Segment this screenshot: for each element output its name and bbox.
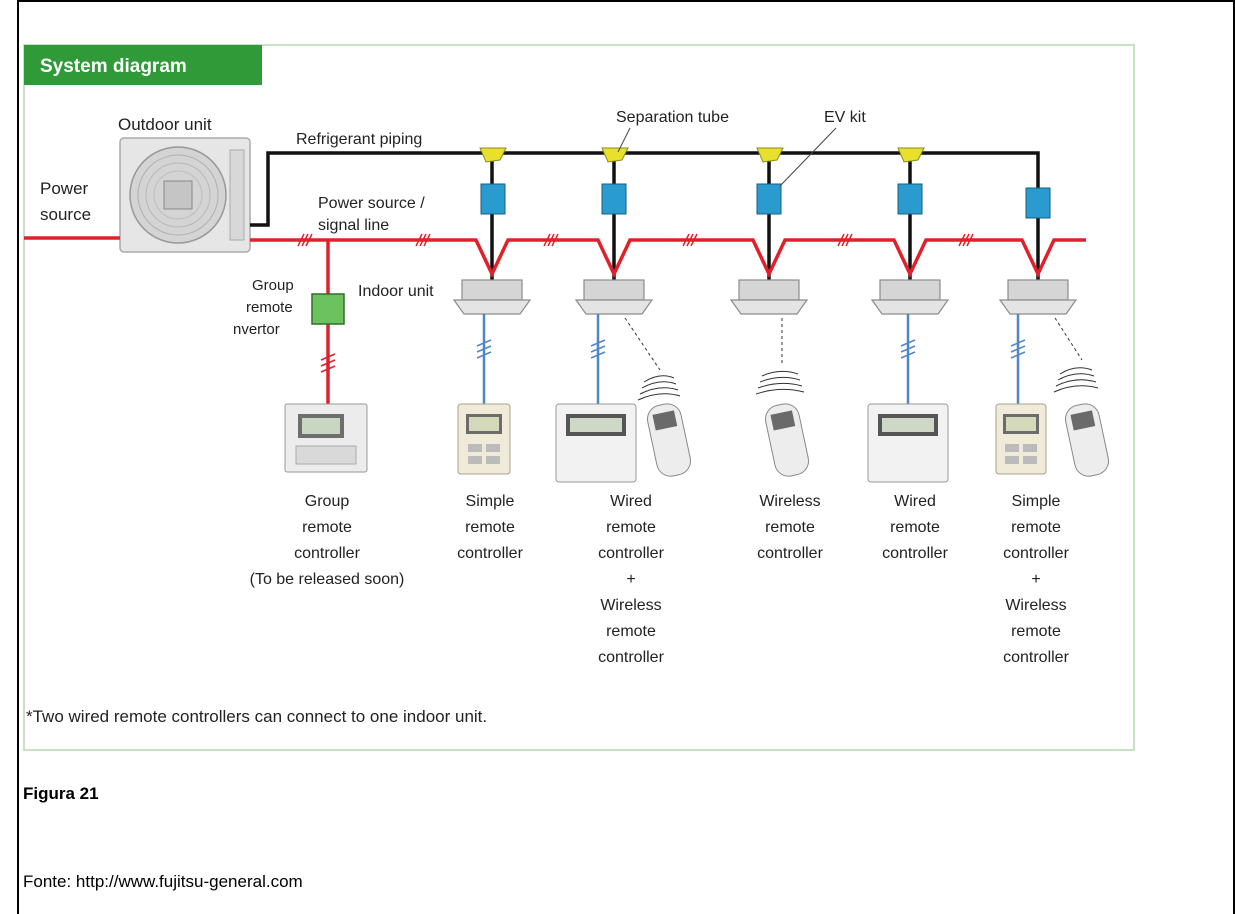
controller-label-line: controller (598, 545, 664, 562)
controller-label-line: Wired (610, 493, 652, 510)
indoor-unit (870, 279, 950, 315)
wire-count-marks (297, 233, 974, 373)
power-signal-label-2: signal line (318, 217, 389, 234)
remote-wiring-marks (476, 339, 1026, 359)
controller-label-line: controller (757, 545, 823, 562)
wired-remote-device-2 (867, 403, 949, 483)
controller-label-line: controller (457, 545, 523, 562)
ev-kit (1025, 187, 1051, 219)
controller-label-line: + (1031, 571, 1040, 588)
separation-tube-leader (617, 127, 631, 153)
controller-label-line: remote (765, 519, 815, 536)
panel-title-bar (24, 45, 262, 85)
power-signal-line (24, 236, 1086, 404)
ev-kit (480, 183, 506, 215)
indoor-units (452, 279, 1078, 315)
indoor-unit (729, 279, 809, 315)
power-source-label-2: source (40, 205, 91, 224)
outdoor-unit (119, 137, 251, 253)
controller-label-line: Simple (1012, 493, 1061, 510)
footnote: *Two wired remote controllers can connec… (26, 707, 487, 726)
controller-label-line: Wireless (759, 493, 820, 510)
page-border-top (17, 0, 1235, 2)
outdoor-unit-label: Outdoor unit (118, 115, 212, 134)
wireless-remote-device-1 (646, 403, 692, 477)
figure-source: Fonte: http://www.fujitsu-general.com (23, 872, 303, 891)
controller-label-line: remote (1011, 519, 1061, 536)
separation-tube (756, 147, 784, 163)
controller-label-line: (To be released soon) (250, 571, 405, 588)
controller-label-line: controller (598, 649, 664, 666)
ev-kits (480, 183, 1051, 219)
separation-tube (897, 147, 925, 163)
panel-title: System diagram (40, 56, 187, 77)
controller-label-line: + (626, 571, 635, 588)
indoor-unit (452, 279, 532, 315)
power-signal-label-1: Power source / (318, 195, 425, 212)
wireless-signals (624, 317, 1099, 401)
group-convertor-label-3: nvertor (233, 321, 280, 338)
wireless-remote-device-3 (1064, 403, 1110, 477)
wired-remote-device-1 (555, 403, 637, 483)
ev-kit (897, 183, 923, 215)
indoor-unit (998, 279, 1078, 315)
controller-label-line: remote (606, 623, 656, 640)
controller-label-line: Group (305, 493, 350, 510)
controller-label-line: remote (302, 519, 352, 536)
refrigerant-piping-label: Refrigerant piping (296, 131, 422, 148)
ev-kit (601, 183, 627, 215)
wireless-remote-device-2 (764, 403, 810, 477)
refrigerant-piping (250, 151, 1040, 280)
separation-tube (601, 147, 629, 163)
ev-kit (756, 183, 782, 215)
controller-label-line: controller (1003, 649, 1069, 666)
controller-label-line: Simple (466, 493, 515, 510)
indoor-unit-label: Indoor unit (358, 283, 434, 300)
controller-label-line: Wireless (600, 597, 661, 614)
group-convertor (311, 293, 345, 325)
group-convertor-label-1: Group (252, 277, 294, 294)
controller-label-line: remote (465, 519, 515, 536)
power-source-label-1: Power (40, 179, 89, 198)
separation-tube-label: Separation tube (616, 109, 729, 126)
ev-kit-leader (779, 127, 837, 187)
controller-label-line: Wired (894, 493, 936, 510)
remote-wiring (482, 314, 1020, 404)
separation-tubes (479, 147, 925, 163)
ev-kit-label: EV kit (824, 109, 866, 126)
page-border-right (1233, 0, 1235, 914)
controller-label-line: controller (882, 545, 948, 562)
figure-caption: Figura 21 (23, 784, 99, 803)
controller-label-line: remote (890, 519, 940, 536)
indoor-unit (574, 279, 654, 315)
page-border-left (17, 0, 19, 914)
separation-tube (479, 147, 507, 163)
controller-label-line: controller (294, 545, 360, 562)
group-remote-device (284, 403, 368, 473)
group-convertor-label-2: remote (246, 299, 293, 316)
controller-label-line: controller (1003, 545, 1069, 562)
simple-remote-device-2 (995, 403, 1047, 475)
simple-remote-device-1 (457, 403, 511, 475)
controller-label-line: remote (606, 519, 656, 536)
controller-labels: Group remote controller (To be released soo… (250, 493, 1070, 666)
controller-label-line: remote (1011, 623, 1061, 640)
controller-label-line: Wireless (1005, 597, 1066, 614)
